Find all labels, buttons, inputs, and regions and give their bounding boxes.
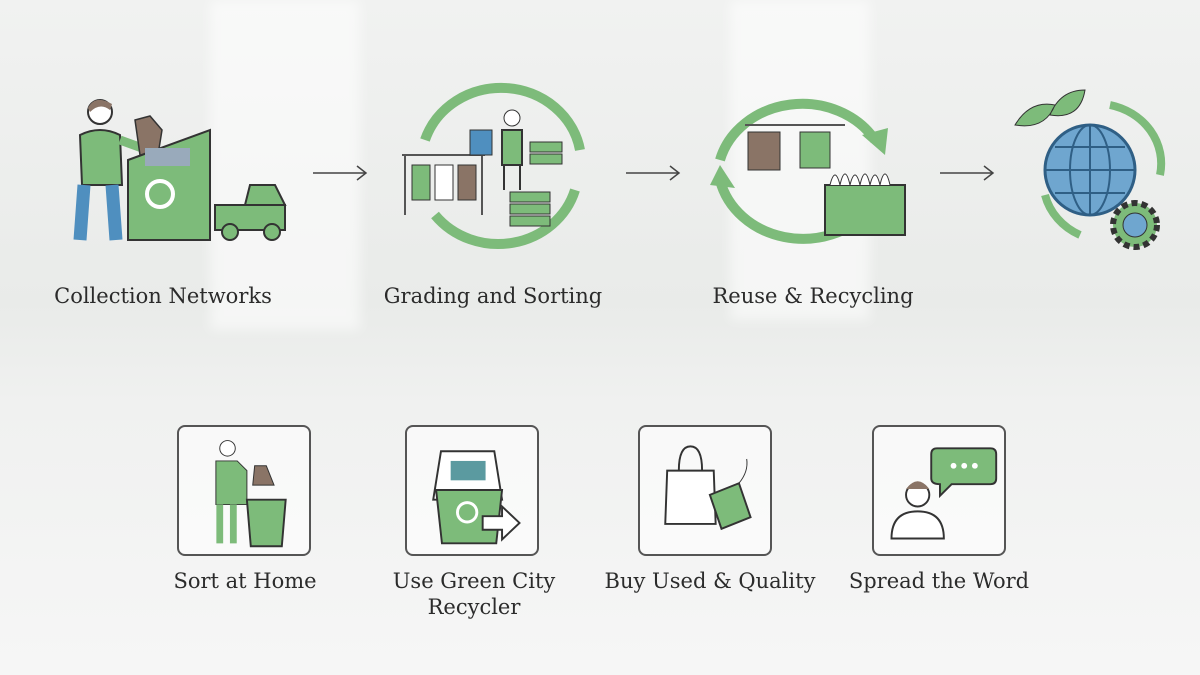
globe-leaves-gear-icon xyxy=(1000,85,1180,255)
action-label-line: Recycler xyxy=(427,595,521,619)
person-sorting-trash-icon xyxy=(215,440,287,548)
action-card-buy-used-quality xyxy=(638,425,772,556)
action-label: Buy Used & Quality xyxy=(604,569,816,593)
right-arrow-icon xyxy=(940,165,995,181)
shopping-bag-tag-icon xyxy=(664,445,752,531)
stage-label: Reuse & Recycling xyxy=(712,284,914,308)
right-arrow-icon xyxy=(313,165,368,181)
right-arrow-icon xyxy=(626,165,681,181)
person-speech-bubble-icon xyxy=(890,447,998,540)
action-label: Use Green City Recycler xyxy=(364,568,584,620)
action-card-use-green-city-recycler xyxy=(405,425,539,556)
action-card-sort-at-home xyxy=(177,425,311,556)
action-label: Sort at Home xyxy=(173,569,317,593)
stage-label: Grading and Sorting xyxy=(383,284,603,308)
background-window xyxy=(210,0,360,330)
action-label-line: Use Green City xyxy=(392,569,556,593)
action-card-spread-the-word xyxy=(872,425,1006,556)
sorting-cycle-icon xyxy=(380,80,620,250)
recycle-bin-arrow-icon xyxy=(432,450,521,545)
action-label: Spread the Word xyxy=(848,569,1030,593)
recycling-cycle-icon xyxy=(690,80,930,250)
collection-bin-truck-icon xyxy=(50,90,290,260)
stage-label: Collection Networks xyxy=(54,284,272,308)
